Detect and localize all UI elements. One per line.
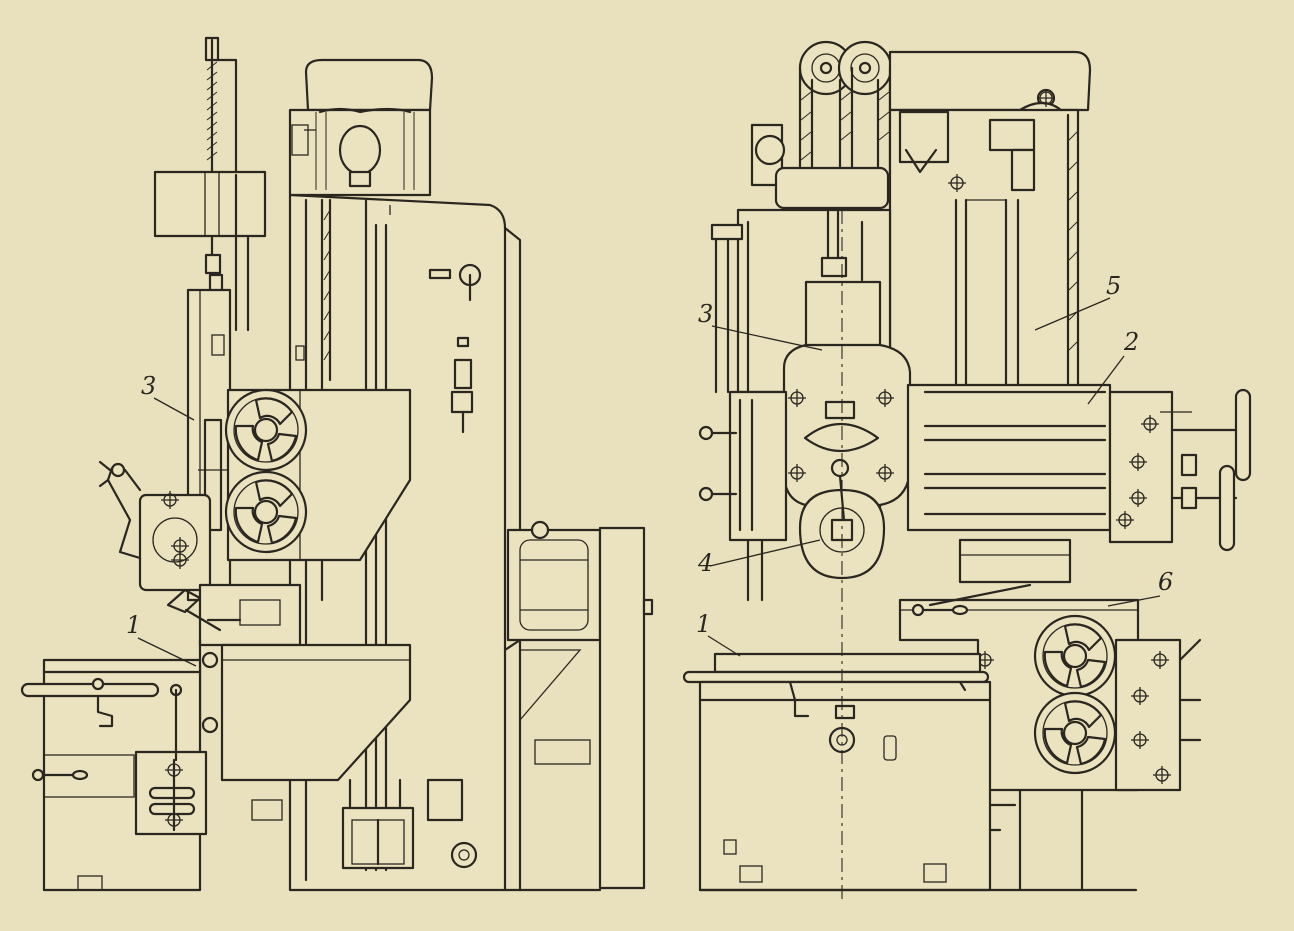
handwheel-lower: [224, 470, 308, 554]
right-feed-box: [1108, 388, 1252, 552]
feed-box: [224, 388, 412, 562]
right-callout-5: 5: [1034, 272, 1121, 331]
knee-handwheel-lower: [1033, 691, 1117, 775]
handwheel-upper: [224, 388, 308, 472]
left-side-view: 3 1: [20, 36, 654, 892]
motor: [503, 520, 654, 892]
knee: [220, 643, 478, 870]
base: [20, 658, 208, 892]
right-callout-2: 2: [1087, 328, 1139, 405]
right-front-view: 3 4 5 2 1 6: [682, 40, 1252, 900]
right-callout-4: 4: [697, 539, 821, 577]
right-callout-1: 1: [696, 610, 741, 657]
lead-screw-top: [153, 36, 267, 332]
pulleys: [798, 40, 893, 182]
callout-label-6: 6: [1158, 568, 1173, 596]
callout-label-3: 3: [141, 372, 156, 400]
right-callout-3: 3: [698, 300, 823, 351]
callout-label-5: 5: [1106, 272, 1121, 300]
right-base: [682, 652, 1138, 892]
right-callout-6: 6: [1107, 568, 1173, 607]
cross-slide: [698, 383, 1112, 602]
callout-label-3: 3: [698, 300, 713, 328]
callout-label-1: 1: [126, 611, 141, 639]
upper-head: [288, 58, 434, 197]
left-callout-1: 1: [126, 611, 197, 667]
callout-label-2: 2: [1123, 328, 1139, 356]
callout-label-4: 4: [697, 549, 713, 577]
callout-label-1: 1: [696, 610, 711, 638]
ram: [782, 280, 912, 580]
vertical-slide: [98, 288, 232, 602]
top-housing: [888, 50, 1092, 394]
left-callout-3: 3: [141, 372, 195, 421]
knee-handwheel-upper: [1033, 614, 1117, 698]
